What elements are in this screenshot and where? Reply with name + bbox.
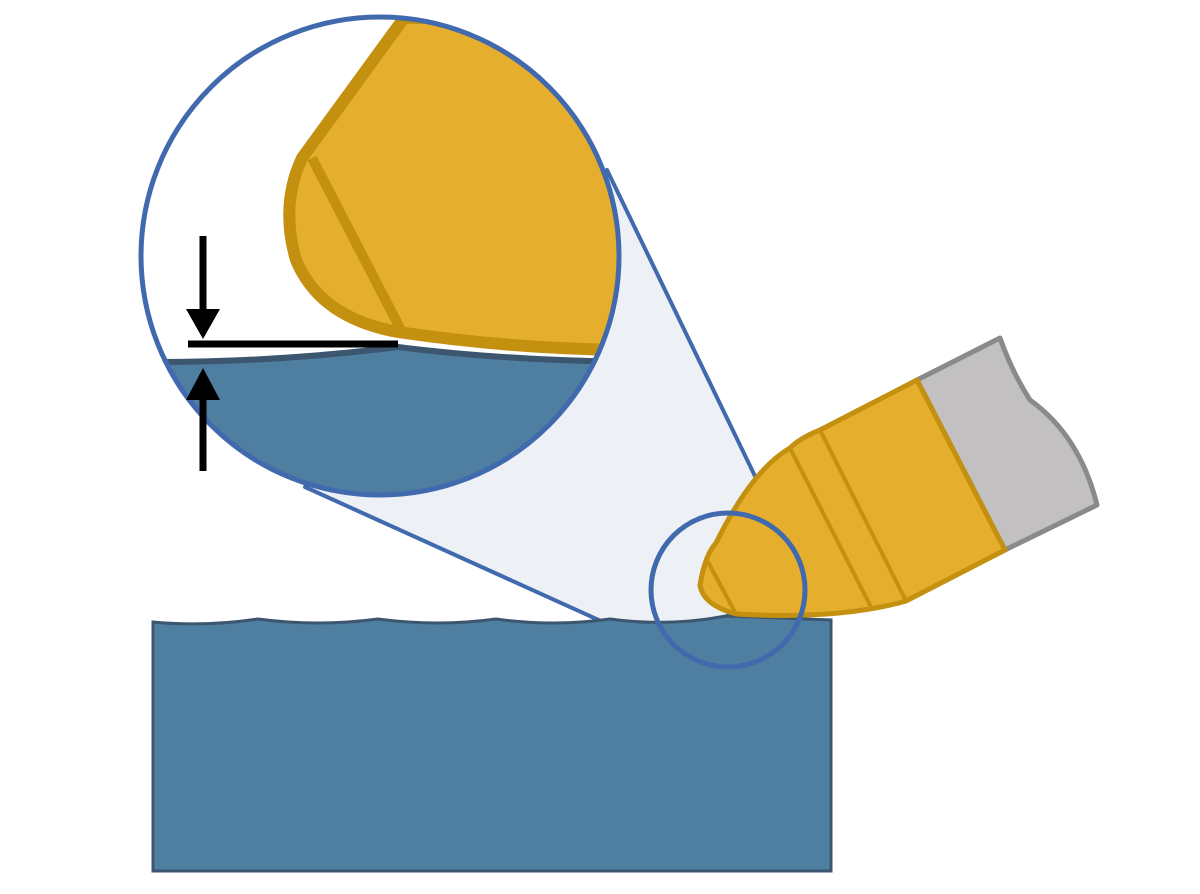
zoom-tool-insert (283, 17, 619, 356)
workpiece-block (151, 614, 833, 873)
insert-groove-1 (788, 447, 874, 610)
magnifier-large-ring (138, 14, 622, 498)
magnifier-small-ring (648, 510, 808, 670)
tool-shank (914, 335, 1100, 553)
insert-cutting-edge (706, 561, 738, 615)
insert-groove-2 (818, 429, 908, 602)
zoom-tool-edge (307, 155, 407, 335)
arrow-up-icon (186, 368, 220, 400)
arrow-down-icon (186, 309, 220, 339)
